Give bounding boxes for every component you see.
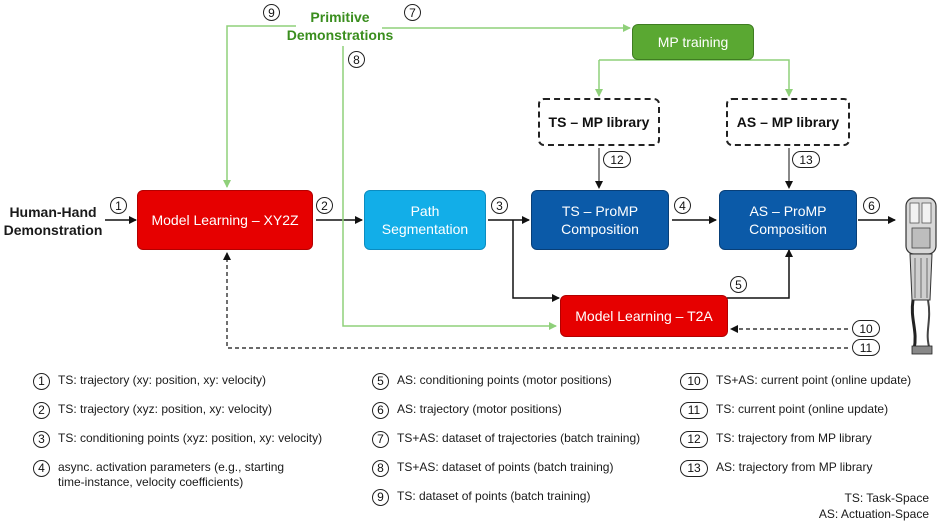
legend-number: 1 [33,373,50,390]
abbreviation-ts: TS: Task-Space [844,491,929,505]
step-number: 3 [491,197,508,214]
as-promp-composition-box[interactable]: AS – ProMP Composition [719,190,857,250]
step-number: 4 [674,197,691,214]
step-number: 6 [863,197,880,214]
path-segmentation-box[interactable]: Path Segmentation [364,190,486,250]
legend-number: 6 [372,402,389,419]
step-number: 2 [316,197,333,214]
as-mp-library-box[interactable]: AS – MP library [726,98,850,146]
human-hand-demonstration-label: Human-Hand Demonstration [3,204,103,238]
model-learning-t2a-box[interactable]: Model Learning – T2A [560,295,728,337]
mp-training-split-2 [599,59,793,97]
step-number: 11 [852,339,880,356]
step-number: 13 [792,151,820,168]
legend-number: 9 [372,489,389,506]
step-number: 1 [110,197,127,214]
legend-number: 10 [680,373,708,390]
legend-number: 4 [33,460,50,477]
arrow-11 [223,252,848,349]
legend-number: 13 [680,460,708,477]
model-learning-xy2z-box[interactable]: Model Learning – XY2Z [137,190,313,250]
arrow-3-branch [512,220,560,302]
arrow-5 [727,249,793,299]
ts-promp-composition-box[interactable]: TS – ProMP Composition [531,190,669,250]
step-number: 5 [730,276,747,293]
primitive-demonstrations-label: Primitive Demonstrations [286,9,394,43]
legend-number: 5 [372,373,389,390]
legend-number: 12 [680,431,708,448]
step-number: 12 [603,151,631,168]
abbreviation-as: AS: Actuation-Space [818,507,929,521]
legend-number: 2 [33,402,50,419]
robot-hand-icon [905,197,937,355]
step-number: 9 [263,4,280,21]
legend-number: 3 [33,431,50,448]
legend-number: 11 [680,402,708,419]
arrow-8 [342,46,557,330]
step-number: 8 [348,51,365,68]
mp-training-box[interactable]: MP training [632,24,754,60]
legend-number: 7 [372,431,389,448]
ts-mp-library-box[interactable]: TS – MP library [538,98,660,146]
legend-number: 8 [372,460,389,477]
step-number: 10 [852,320,880,337]
step-number: 7 [404,4,421,21]
arrow-9 [223,25,296,188]
